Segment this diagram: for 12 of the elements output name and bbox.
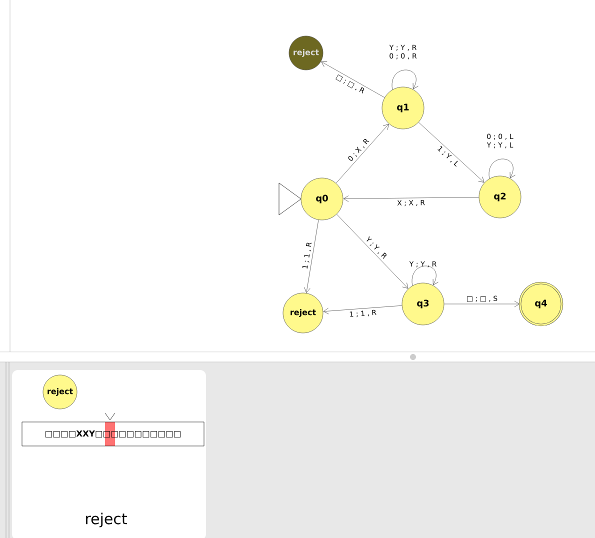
arrow	[392, 70, 418, 90]
arrow	[321, 61, 385, 98]
arrow	[412, 266, 438, 286]
arrow	[418, 122, 484, 183]
arrow	[488, 158, 516, 179]
arrow	[304, 220, 319, 293]
tape: □□□□XXY□□□□□□□□□□□	[22, 422, 204, 446]
arrow	[343, 196, 479, 202]
arrow	[336, 214, 408, 289]
arrow	[323, 305, 402, 314]
arrow	[444, 300, 520, 308]
arrow	[336, 124, 389, 184]
